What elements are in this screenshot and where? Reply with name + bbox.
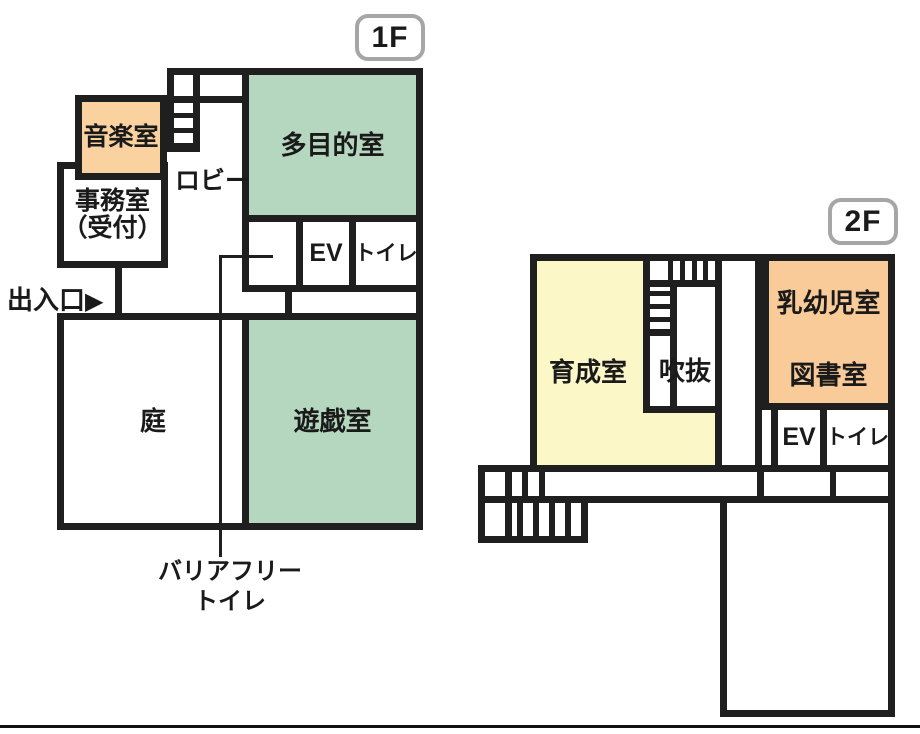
- room-play: 遊戯室: [242, 313, 423, 530]
- entrance-label-text: 出入口: [7, 285, 86, 315]
- stair-tread: [650, 329, 670, 336]
- room-office-label-line1: 事務室: [74, 186, 150, 215]
- stairwell-1f: [167, 68, 249, 152]
- room-music: 音楽室: [75, 95, 167, 180]
- wall-segment: [242, 313, 294, 320]
- room-elevator-2f: EV: [771, 403, 827, 472]
- corridor-2f: [715, 254, 762, 472]
- room-toilet-2f-label: トイレ: [826, 425, 889, 449]
- stair-tread: [539, 472, 545, 496]
- room-elevator-2f-label: EV: [782, 422, 816, 451]
- room-barrier-free-toilet: [242, 215, 303, 292]
- stair-tread: [522, 472, 528, 496]
- room-toilet-1f-label: トイレ: [354, 241, 418, 265]
- stair-tread: [174, 113, 193, 118]
- entrance-label: 出入口▶: [7, 280, 103, 317]
- room-elevator-1f-label: EV: [309, 238, 343, 267]
- room-toilet-1f: トイレ: [349, 215, 423, 292]
- room-toilet-2f: トイレ: [820, 403, 895, 472]
- wall-segment: [115, 262, 122, 320]
- stair-tread: [174, 143, 193, 152]
- room-infant-label: 乳幼児室: [776, 288, 881, 318]
- room-library-label: 図書室: [789, 360, 868, 390]
- room-elevator-1f: EV: [296, 215, 356, 292]
- room-music-label: 音楽室: [83, 122, 159, 151]
- stairwell-1f-divider-wall: [193, 75, 200, 152]
- stair-landing-wall: [505, 472, 512, 536]
- floor-badge-1f-label: 1F: [371, 20, 409, 54]
- wall-segment: [757, 472, 764, 496]
- stair-tread: [703, 261, 708, 280]
- room-atrium-label: 吹抜: [658, 356, 711, 386]
- stair-tread: [650, 291, 670, 296]
- barrier-free-toilet-label: バリアフリー トイレ: [120, 557, 340, 617]
- room-office-label-line2: （受付）: [62, 214, 163, 242]
- stair-tread: [650, 317, 670, 322]
- entrance-arrow-icon: ▶: [85, 288, 104, 315]
- barrier-free-toilet-label-line2: トイレ: [194, 588, 266, 615]
- stair-tread: [680, 261, 685, 280]
- barrier-free-toilet-label-line1: バリアフリー: [158, 558, 302, 585]
- stair-tread: [565, 503, 571, 536]
- room-infant-library: [762, 254, 895, 410]
- room-ikusei-label: 育成室: [548, 357, 627, 387]
- leader-line-vertical: [219, 255, 222, 557]
- wall-segment: [830, 472, 836, 496]
- stair-tread: [174, 128, 193, 133]
- leader-line-horizontal: [219, 255, 273, 258]
- room-unlabeled-2f: [720, 496, 895, 717]
- floor-badge-2f: 2F: [828, 198, 898, 245]
- floor-badge-1f: 1F: [355, 14, 425, 61]
- atrium-left-wall: [670, 287, 677, 413]
- room-multi-purpose: 多目的室: [242, 68, 423, 222]
- floor-badge-2f-label: 2F: [844, 204, 882, 238]
- page-bottom-rule: [0, 725, 920, 728]
- stair-tread: [549, 503, 555, 536]
- stair-tread: [533, 503, 539, 536]
- stair-tread: [517, 503, 523, 536]
- stairwell-1f-landing-wall: [174, 96, 242, 103]
- lobby-label: ロビー: [175, 167, 251, 195]
- stairwell-2f-band-wall: [650, 280, 715, 287]
- room-play-label: 遊戯室: [293, 406, 372, 437]
- stair-tread: [650, 304, 670, 309]
- room-multi-purpose-label: 多目的室: [280, 129, 385, 160]
- stair-tread: [692, 261, 697, 280]
- stair-tread: [668, 261, 673, 280]
- room-garden-label: 庭: [139, 406, 166, 437]
